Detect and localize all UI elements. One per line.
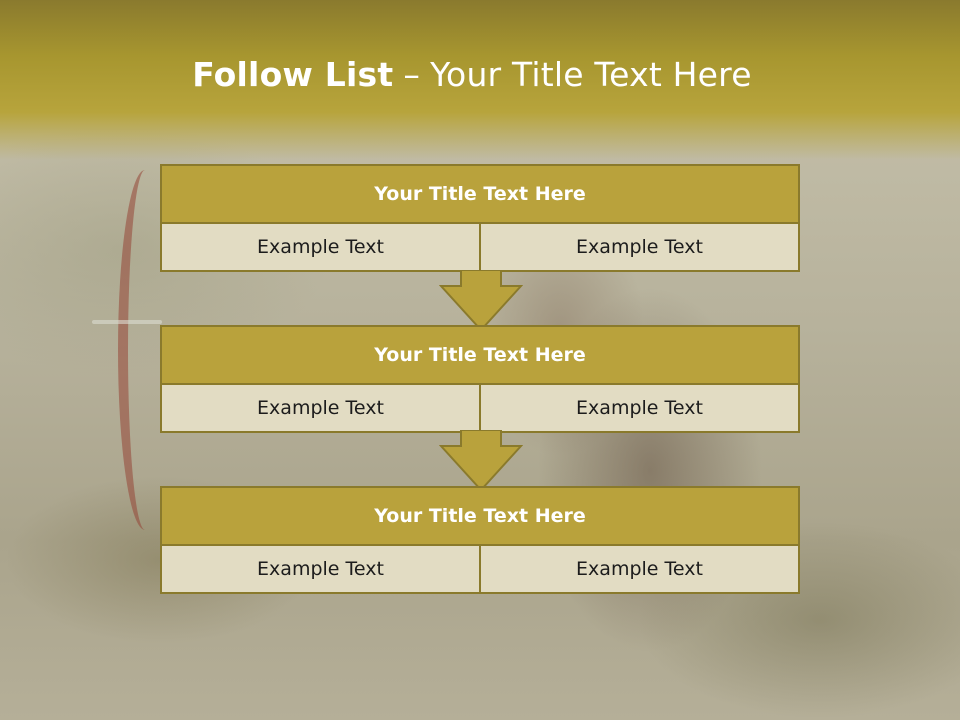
block-title: Your Title Text Here: [162, 327, 798, 385]
slide-title: Follow List–Your Title Text Here: [0, 55, 944, 94]
block-cell-left: Example Text: [257, 558, 384, 580]
title-separator: –: [403, 55, 421, 94]
block-row: Example Text Example Text: [162, 385, 798, 431]
block-title: Your Title Text Here: [162, 166, 798, 224]
arrow-shaft-shape: [92, 320, 162, 324]
down-arrow-icon: [439, 430, 523, 492]
block-cell-left: Example Text: [257, 236, 384, 258]
block-title: Your Title Text Here: [162, 488, 798, 546]
bow-shape: [118, 170, 172, 530]
title-bold: Follow List: [192, 55, 394, 94]
block-cell-left: Example Text: [257, 397, 384, 419]
block-cell-right: Example Text: [479, 224, 798, 270]
list-block: Your Title Text Here Example Text Exampl…: [160, 164, 800, 272]
down-arrow-icon: [439, 270, 523, 332]
title-rest: Your Title Text Here: [430, 55, 752, 94]
block-cell-right: Example Text: [479, 385, 798, 431]
list-block: Your Title Text Here Example Text Exampl…: [160, 325, 800, 433]
list-block: Your Title Text Here Example Text Exampl…: [160, 486, 800, 594]
block-cell-right: Example Text: [479, 546, 798, 592]
block-row: Example Text Example Text: [162, 224, 798, 270]
block-row: Example Text Example Text: [162, 546, 798, 592]
header-band: [0, 0, 960, 160]
